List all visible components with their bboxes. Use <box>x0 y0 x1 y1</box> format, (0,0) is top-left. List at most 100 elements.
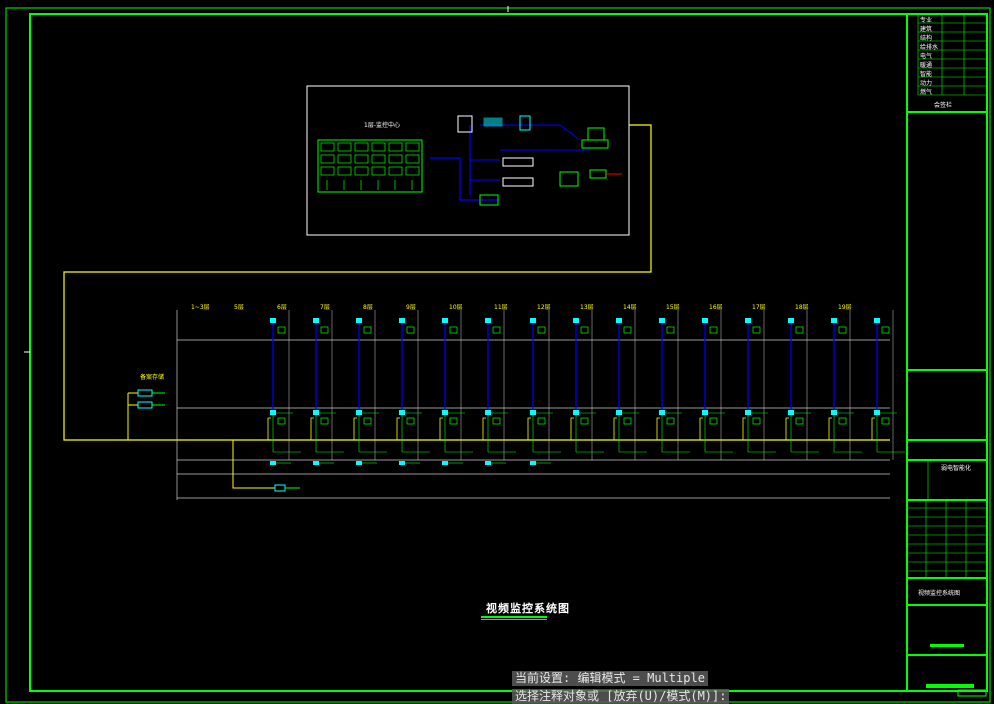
camera <box>270 318 276 323</box>
camera <box>573 410 579 415</box>
monitor-cell <box>388 154 403 164</box>
floor-header: 6层 <box>277 304 287 311</box>
floor-header: 13层 <box>580 304 594 311</box>
ups <box>479 194 499 206</box>
floor-header: 14层 <box>623 304 637 311</box>
title-block-sheet-title: 视频监控系统图 <box>918 590 961 597</box>
approval-label: 暖通 <box>920 62 933 69</box>
floor-switch <box>838 326 847 334</box>
floor-switch <box>363 326 372 334</box>
title-underline-2 <box>481 619 547 620</box>
monitor-cell <box>371 154 386 164</box>
camera <box>874 318 880 323</box>
command-prompt[interactable]: 选择注释对象或 [放弃(U)/模式(M)]: <box>512 689 730 704</box>
monitor-cell <box>388 166 403 176</box>
monitor-cell <box>388 142 403 152</box>
camera <box>442 410 448 415</box>
monitor-cell <box>354 166 369 176</box>
camera <box>313 410 319 415</box>
camera <box>788 410 794 415</box>
approval-label: 智能 <box>920 71 933 78</box>
floor-switch <box>623 326 632 334</box>
floor-header: 9层 <box>406 304 416 311</box>
floor-header: 1~3层 <box>191 304 210 311</box>
floor-switch <box>709 326 718 334</box>
title-block-notes: 会签栏 <box>934 102 953 109</box>
camera <box>485 318 491 323</box>
command-status: 当前设置: 编辑模式 = Multiple <box>512 671 708 686</box>
approval-label: 电气 <box>920 53 933 60</box>
camera <box>702 410 708 415</box>
approval-label: 给排水 <box>920 44 939 51</box>
storage-label: 备案存储 <box>140 374 165 381</box>
camera <box>831 318 837 323</box>
control-room-box <box>306 85 630 236</box>
floor-columns <box>267 310 905 465</box>
camera <box>530 318 536 323</box>
nvr-2 <box>502 177 534 187</box>
floor-header: 8层 <box>363 304 373 311</box>
camera <box>788 318 794 323</box>
camera <box>530 410 536 415</box>
monitor-cell <box>405 166 420 176</box>
router <box>483 117 503 127</box>
monitor-cell <box>320 154 335 164</box>
floor-switch <box>580 326 589 334</box>
monitor-cell <box>371 142 386 152</box>
floor-header: 7层 <box>320 304 330 311</box>
approval-label: 建筑 <box>920 26 933 33</box>
monitor-cell <box>320 166 335 176</box>
camera <box>702 318 708 323</box>
floor-header: 19层 <box>838 304 852 311</box>
approval-label: 动力 <box>920 80 933 87</box>
camera <box>573 318 579 323</box>
monitor-cell <box>320 142 335 152</box>
camera <box>313 318 319 323</box>
camera <box>831 410 837 415</box>
camera <box>659 410 665 415</box>
title-block-project: 弱电智能化 <box>941 465 972 472</box>
alarm-host <box>589 169 607 179</box>
camera <box>485 410 491 415</box>
camera <box>399 318 405 323</box>
workstation-monitor <box>587 127 605 141</box>
approval-label: 结构 <box>920 35 933 42</box>
camera <box>356 410 362 415</box>
monitor-cell <box>354 142 369 152</box>
main-trunk-cable <box>63 124 890 441</box>
camera <box>616 410 622 415</box>
core-switch <box>457 115 473 133</box>
firewall <box>519 115 531 131</box>
camera <box>356 318 362 323</box>
workstation <box>581 139 609 149</box>
monitor-cell <box>354 154 369 164</box>
floor-switch <box>492 326 501 334</box>
floor-switch <box>795 326 804 334</box>
floor-header: 16层 <box>709 304 723 311</box>
nvr-1 <box>502 157 534 167</box>
approval-label: 专业 <box>920 17 933 24</box>
floor-switch <box>666 326 675 334</box>
drawing-title: 视频监控系统图 <box>486 602 570 615</box>
monitor-cell <box>405 142 420 152</box>
monitor-cell <box>371 166 386 176</box>
floor-header: 5层 <box>234 304 244 311</box>
floor-switch <box>406 326 415 334</box>
camera <box>616 318 622 323</box>
camera <box>399 410 405 415</box>
camera <box>874 410 880 415</box>
floor-header: 17层 <box>752 304 766 311</box>
floor-header: 18层 <box>795 304 809 311</box>
monitor-cell <box>337 166 352 176</box>
monitor-cell <box>337 154 352 164</box>
floor-switch <box>320 326 329 334</box>
floor-switch <box>881 326 890 334</box>
floor-switch <box>752 326 761 334</box>
approval-grid <box>918 13 987 96</box>
floor-switch <box>449 326 458 334</box>
sheet-border <box>5 7 991 703</box>
floor-header: 12层 <box>537 304 551 311</box>
camera <box>659 318 665 323</box>
floor-switch <box>277 326 286 334</box>
